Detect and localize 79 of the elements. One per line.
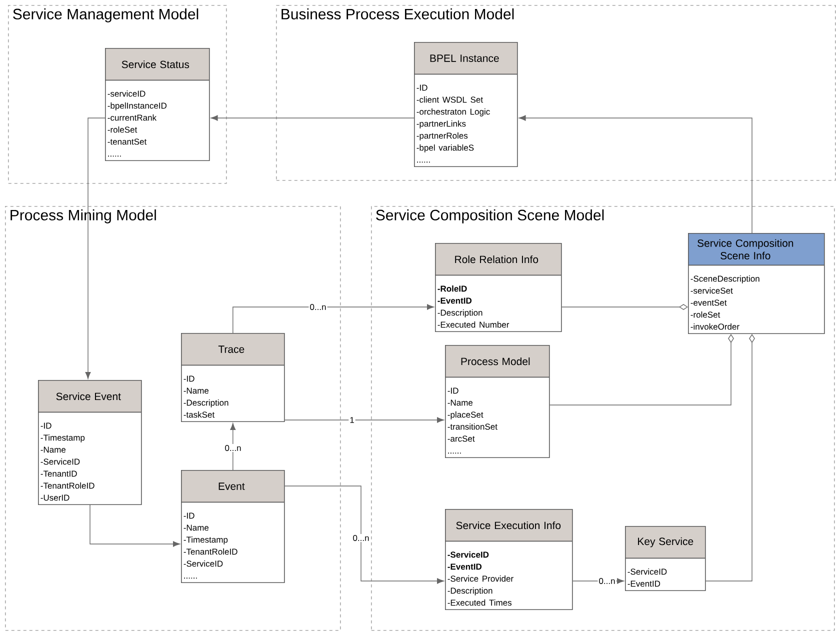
node-label: -ServiceID — [448, 551, 489, 558]
connector — [284, 486, 444, 584]
connector — [518, 115, 752, 234]
node-label: ...... — [184, 578, 197, 579]
class-box: Process Model -ID -Name -placeSet -transitionSet -arcSet ...... — [445, 345, 550, 458]
node-label: -ID — [184, 512, 194, 519]
node-label: -RoleID — [438, 285, 467, 292]
node-label: -ID — [416, 84, 428, 91]
multiplicity-label: 0...n — [352, 534, 370, 542]
connector — [561, 304, 688, 310]
node-label: -ID — [40, 422, 52, 429]
connector — [90, 504, 180, 547]
node-label: -Name — [184, 388, 209, 394]
node-label: -serviceSet — [690, 287, 733, 294]
node-label: -Executed Times — [448, 599, 512, 606]
node-label: -Timestamp — [40, 434, 85, 442]
class-box: Service Status -serviceID -bpelInstanceID -currentRank -roleSet -tenantSet ...... — [105, 48, 210, 161]
multiplicity-label: 1 — [348, 416, 356, 424]
class-box: Role Relation Info -RoleID -EventID -Description -Executed Number — [435, 243, 562, 332]
node-label: -Name — [184, 524, 209, 531]
node-label: -ID — [184, 376, 194, 382]
node-label: -TenantRoleID — [40, 482, 94, 489]
node-label: -partnerLinks — [416, 120, 466, 128]
node-label: ...... — [417, 162, 430, 163]
connector — [284, 417, 444, 423]
node-label: ...... — [448, 452, 461, 454]
class-box: Event -ID -Name -Timestamp -TenantRoleID -ServiceID ...... — [181, 470, 285, 583]
connector — [232, 304, 434, 334]
node-label: -roleSet — [690, 311, 720, 318]
connector — [230, 423, 236, 470]
class-box: Trace -ID -Name -Description -taskSet — [181, 333, 285, 422]
multiplicity-label: 0...n — [224, 444, 242, 452]
node-label: -Description — [184, 399, 228, 408]
class-box: Service Composition Scene Info -SceneDescription -serviceSet -eventSet -roleSet -invokeOrder — [688, 233, 825, 334]
node-label: -EventID — [628, 580, 660, 587]
node-label: -ID — [448, 388, 458, 394]
node-label: -Description — [438, 309, 482, 318]
node-label: -UserID — [40, 494, 70, 501]
node-label: -bpel variableS — [416, 144, 474, 152]
node-label: -partnerRoles — [416, 132, 468, 140]
node-label: -Executed Number — [438, 321, 510, 328]
node-label: -placeSet — [448, 411, 484, 420]
connector — [705, 334, 755, 582]
node-label: -ServiceID — [628, 568, 667, 575]
node-label: -taskSet — [184, 411, 215, 418]
node-label: -orchestraton Logic — [416, 108, 490, 116]
node-label: -TenantRoleID — [184, 548, 238, 555]
node-label: -eventSet — [690, 300, 727, 306]
node-label: -Timestamp — [184, 536, 228, 544]
class-box: Service Event -ID -Timestamp -Name -ServiceID -TenantID -TenantRoleID -UserID — [38, 380, 142, 505]
node-label: -Description — [448, 587, 492, 596]
node-label: -client WSDL Set — [416, 96, 483, 103]
node-label: -arcSet — [448, 436, 475, 442]
node-label: -TenantID — [40, 470, 77, 477]
node-label: -roleSet — [108, 126, 138, 133]
node-label: -Name — [40, 446, 66, 453]
node-label: -serviceID — [108, 90, 146, 97]
multiplicity-label: 0...n — [308, 303, 328, 311]
connector — [572, 578, 624, 584]
connector — [85, 118, 106, 379]
node-label: -ServiceID — [184, 560, 223, 567]
node-label: -EventID — [448, 564, 482, 570]
connector — [549, 334, 734, 406]
node-label: -Name — [448, 400, 473, 406]
multiplicity-label: 0...n — [598, 576, 616, 585]
class-box: Service Execution Info -ServiceID -EventID -Service Provider -Description -Executed Times — [445, 509, 573, 610]
node-label: -tenantSet — [108, 138, 147, 145]
node-label: -invokeOrder — [690, 323, 740, 330]
node-label: -transitionSet — [448, 423, 498, 430]
class-box: BPEL Instance -ID -client WSDL Set -orchestraton Logic -partnerLinks -partnerRoles -bpel variableS ...... — [414, 42, 518, 167]
node-label: ...... — [108, 156, 121, 157]
node-label: -ServiceID — [40, 458, 80, 465]
class-box: Key Service -ServiceID -EventID — [625, 526, 706, 591]
node-label: -Service Provider — [448, 575, 514, 582]
node-label: -bpelInstanceID — [108, 102, 167, 110]
connector — [210, 115, 414, 121]
node-label: -EventID — [438, 298, 472, 304]
node-label: -SceneDescription — [690, 275, 760, 284]
node-label: -currentRank — [108, 114, 157, 121]
